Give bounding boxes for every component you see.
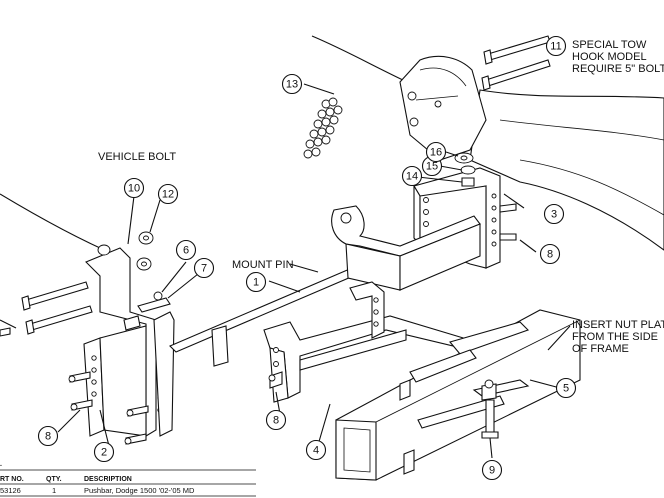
table-title-fragment: . bbox=[0, 461, 2, 468]
label-insert-nut-line1: INSERT NUT PLATE bbox=[572, 319, 664, 331]
callout-circle bbox=[193, 257, 215, 279]
callout-circle bbox=[37, 425, 59, 447]
table-cell-description: Pushbar, Dodge 1500 '02-'05 MD bbox=[84, 486, 195, 495]
callout-number: 11 bbox=[550, 41, 561, 53]
callout-number: 2 bbox=[101, 447, 107, 459]
callout-number: 16 bbox=[430, 147, 442, 159]
label-insert-nut-line3: OF FRAME bbox=[572, 343, 629, 355]
insert-nut-plate bbox=[472, 379, 530, 401]
table-cell-qty: 1 bbox=[52, 486, 56, 495]
left-washers bbox=[97, 231, 154, 271]
callout-circle bbox=[157, 183, 179, 205]
vehicle-bolts bbox=[0, 281, 93, 337]
parts-table: RT NO. QTY. DESCRIPTION 53126 1 Pushbar,… bbox=[0, 461, 256, 497]
callout-number: 8 bbox=[547, 249, 553, 261]
callout-number: 4 bbox=[313, 445, 319, 457]
callout-circle bbox=[175, 239, 197, 261]
washer-stack bbox=[454, 152, 476, 187]
center-pushbar-frame bbox=[331, 205, 481, 291]
callout-number: 12 bbox=[162, 189, 174, 201]
bottom-bolt bbox=[481, 399, 499, 439]
callout-circle bbox=[245, 271, 267, 293]
callout-circle bbox=[555, 377, 577, 399]
callout-circle bbox=[543, 203, 565, 225]
leader-lines bbox=[0, 45, 571, 459]
crossbar-tube bbox=[335, 309, 581, 481]
callout-number: 6 bbox=[183, 245, 189, 257]
label-tow-hook-line1: SPECIAL TOW bbox=[572, 39, 647, 51]
callout-number: 15 bbox=[426, 161, 438, 173]
callout-circle bbox=[401, 165, 423, 187]
vehicle-frame-rail bbox=[469, 89, 664, 251]
label-vehicle-bolt: VEHICLE BOLT bbox=[98, 151, 176, 163]
nut-cluster bbox=[303, 97, 343, 159]
callout-number: 7 bbox=[201, 263, 207, 275]
clip-pin bbox=[137, 291, 171, 313]
callout-circle bbox=[481, 459, 503, 481]
table-header-part-no: RT NO. bbox=[0, 476, 24, 483]
callout-number: 3 bbox=[551, 209, 557, 221]
callout-number: 10 bbox=[128, 183, 140, 195]
callout-circle bbox=[265, 409, 287, 431]
callout-circle bbox=[305, 439, 327, 461]
callout-circle bbox=[539, 243, 561, 265]
table-cell-part-no: 53126 bbox=[0, 486, 21, 495]
left-mount-bracket bbox=[83, 247, 175, 437]
bracket-bolts-left bbox=[68, 371, 149, 445]
label-insert-nut-line2: FROM THE SIDE bbox=[572, 331, 658, 343]
special-tow-bolts bbox=[481, 35, 551, 91]
label-mount-pin: MOUNT PIN bbox=[232, 259, 294, 271]
tow-hook-bracket bbox=[399, 55, 487, 161]
label-tow-hook-line2: HOOK MODEL bbox=[572, 51, 647, 63]
mount-pin-rod bbox=[169, 255, 387, 367]
callout-number: 9 bbox=[489, 465, 495, 477]
callout-number: 5 bbox=[563, 383, 569, 395]
callout-circle bbox=[93, 441, 115, 463]
label-tow-hook-line3: REQUIRE 5" BOLTS bbox=[572, 63, 664, 75]
callout-number: 1 bbox=[253, 277, 259, 289]
callout-number: 8 bbox=[273, 415, 279, 427]
bracket-bolt-center bbox=[268, 371, 283, 389]
callout-circle bbox=[425, 141, 447, 163]
table-header-qty: QTY. bbox=[46, 476, 62, 483]
table-header-description: DESCRIPTION bbox=[84, 476, 132, 483]
callout-circle bbox=[281, 73, 303, 95]
callout-circle bbox=[123, 177, 145, 199]
callout-number: 13 bbox=[286, 79, 298, 91]
callout-circle bbox=[545, 35, 567, 57]
callout-number: 8 bbox=[45, 431, 51, 443]
callout-number: 14 bbox=[406, 171, 418, 183]
